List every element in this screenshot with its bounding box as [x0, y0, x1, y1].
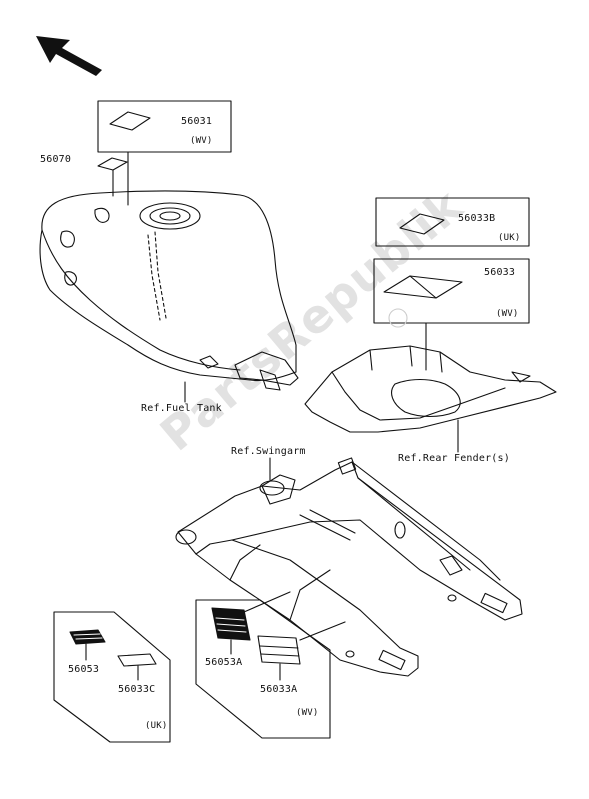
label-box-uk-kit	[53, 611, 171, 743]
part-number-56033B: 56033B	[458, 213, 496, 224]
region-56031: (WV)	[190, 136, 213, 146]
label-box-wv-kit	[195, 591, 346, 739]
region-uk-kit: (UK)	[145, 721, 168, 731]
part-number-56033A: 56033A	[260, 684, 298, 695]
region-wv-kit: (WV)	[296, 708, 319, 718]
part-number-56033: 56033	[484, 267, 516, 278]
part-number-56070: 56070	[40, 154, 72, 165]
part-number-56033C: 56033C	[118, 684, 156, 695]
ref-swingarm: Ref.Swingarm	[231, 446, 306, 457]
swingarm-drawing	[175, 457, 523, 677]
rear-fender-drawing	[304, 345, 557, 453]
label-box-56033	[373, 258, 530, 371]
decal-56070	[97, 157, 128, 197]
front-arrow-icon	[36, 36, 102, 76]
fuel-tank-drawing	[39, 190, 299, 403]
label-box-56033B	[375, 197, 530, 247]
label-box-56031	[97, 100, 232, 206]
part-number-56053A: 56053A	[205, 657, 243, 668]
part-number-56031: 56031	[181, 116, 213, 127]
ref-fuel-tank: Ref.Fuel Tank	[141, 403, 222, 414]
region-56033B: (UK)	[498, 233, 521, 243]
part-number-56053: 56053	[68, 664, 100, 675]
ref-rear-fender: Ref.Rear Fender(s)	[398, 453, 510, 464]
region-56033: (WV)	[496, 309, 519, 319]
